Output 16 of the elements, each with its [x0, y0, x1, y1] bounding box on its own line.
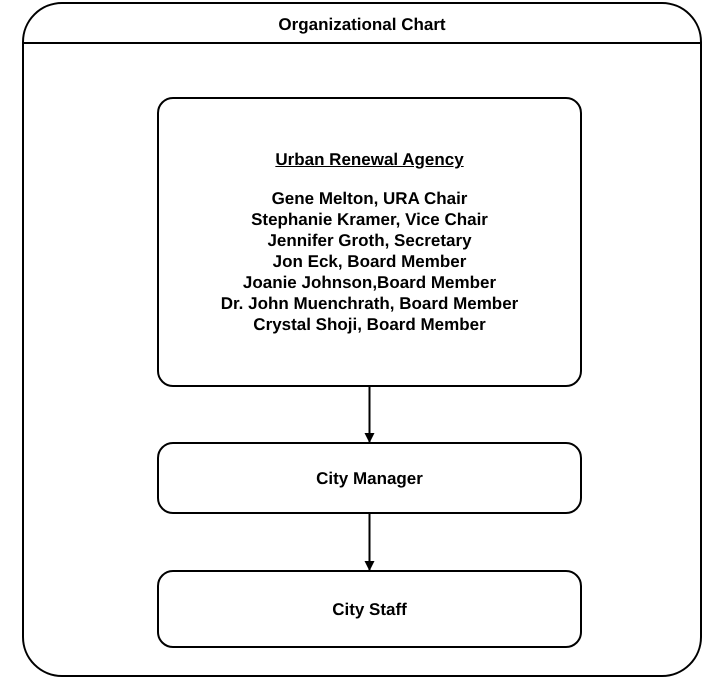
member-name: Joanie Johnson,Board Member: [242, 272, 496, 293]
member-name: Gene Melton, URA Chair: [272, 188, 468, 209]
member-name: Jennifer Groth, Secretary: [267, 230, 472, 251]
member-name: Stephanie Kramer, Vice Chair: [251, 209, 488, 230]
role-name: City Manager: [316, 468, 423, 488]
role-box: [157, 442, 582, 514]
title: Organizational Chart: [277, 14, 447, 36]
arrow: [364, 387, 374, 443]
member-name: Jon Eck, Board Member: [272, 251, 466, 272]
agency-box: [157, 97, 582, 387]
role-name: City Staff: [332, 598, 407, 620]
member-name: Dr. John Muenchrath, Board Member: [220, 293, 518, 314]
agency-heading: Urban Renewal Agency: [275, 149, 464, 170]
role-box: [157, 570, 582, 648]
arrow: [364, 514, 374, 571]
member-name: Crystal Shoji, Board Member: [253, 314, 486, 335]
